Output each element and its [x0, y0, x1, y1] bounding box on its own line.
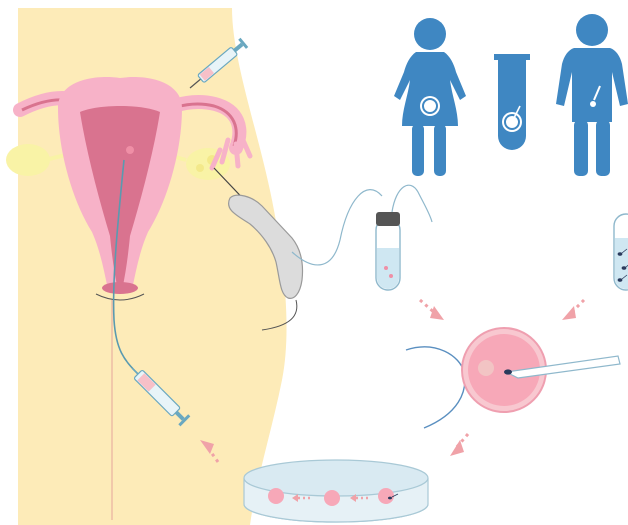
- process-arrow: [562, 300, 584, 320]
- process-arrow: [450, 434, 468, 456]
- follicle: [196, 164, 204, 172]
- holding-pipette: [406, 347, 465, 428]
- woman-figure-icon: [394, 18, 466, 176]
- left-ovary: [6, 144, 50, 176]
- test-tube-with-embryo-icon: [494, 54, 530, 150]
- collection-test-tube-icon: [376, 212, 400, 290]
- sperm-test-tube-icon: [614, 214, 628, 290]
- implanted-embryo: [126, 146, 134, 154]
- man-figure-icon: [556, 14, 628, 176]
- icsi-egg-injection-icon: [406, 328, 620, 428]
- aspiration-tubing: [292, 190, 382, 265]
- cervix: [102, 282, 138, 294]
- petri-dish-icon: [244, 460, 428, 522]
- process-arrow: [420, 300, 444, 320]
